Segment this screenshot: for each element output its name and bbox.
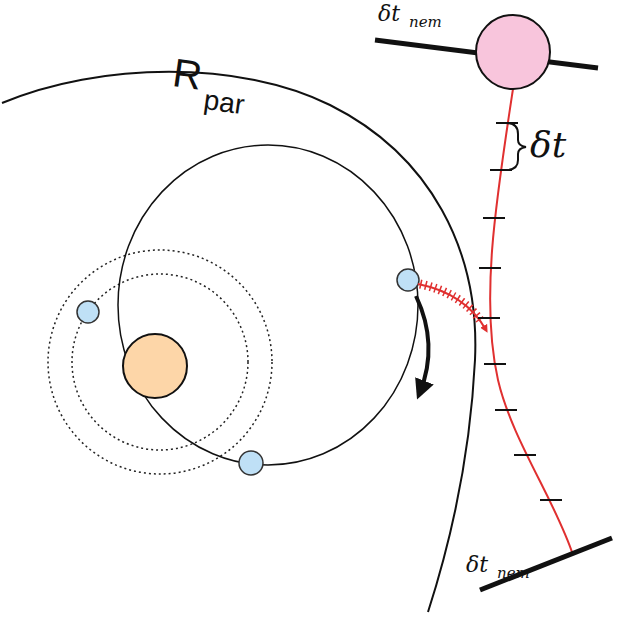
planet xyxy=(77,301,99,323)
interval-subscript: nem xyxy=(497,566,530,581)
time-ticks xyxy=(478,123,562,500)
outer-orbit xyxy=(48,250,272,474)
perihelion-arc xyxy=(2,72,475,612)
perturber-trajectory xyxy=(490,89,573,555)
interval-brace xyxy=(506,123,526,170)
radius-subscript: par xyxy=(202,86,246,119)
planet xyxy=(397,269,419,291)
perturbation-hatch xyxy=(420,284,480,320)
sun xyxy=(123,334,187,398)
radius-symbol: R xyxy=(170,52,204,96)
perturbation-arrow xyxy=(418,284,486,330)
motion-arrow xyxy=(416,296,429,392)
interval-symbol: δt xyxy=(378,3,400,25)
eccentric-orbit xyxy=(118,145,418,465)
inner-orbit xyxy=(72,274,248,450)
planet xyxy=(239,451,263,475)
window-bar xyxy=(480,538,612,590)
interval-symbol: δt xyxy=(466,554,488,576)
perturber-star xyxy=(476,15,550,89)
step-symbol: δt xyxy=(530,127,566,163)
interval-subscript: nem xyxy=(409,15,442,30)
